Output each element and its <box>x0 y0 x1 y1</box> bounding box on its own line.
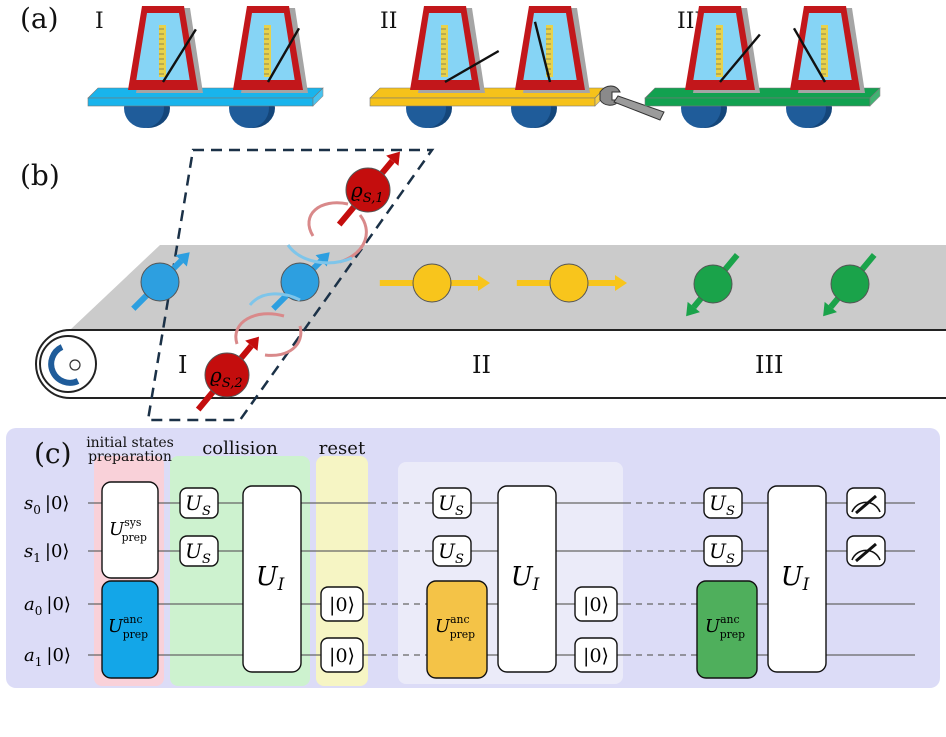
measurement-meter-icon <box>846 535 886 567</box>
gate-U-prep-sys <box>101 481 159 579</box>
gate-U-prep-anc-1 <box>101 580 159 679</box>
header-reset: reset <box>319 438 366 459</box>
pendulum-arm <box>719 33 761 83</box>
pendulum-arm <box>266 27 301 83</box>
gate-US-s0-3 <box>703 487 743 519</box>
metronome <box>410 6 500 93</box>
metronome-group-II: II <box>369 6 665 128</box>
spin-blue-1 <box>131 252 190 311</box>
gate-US-s1-1-label: US <box>185 539 211 567</box>
gate-reset-a0-2-label: |0⟩ <box>583 594 609 616</box>
gate-US-s1-2 <box>432 535 472 567</box>
gate-UI-1-label: UI <box>256 562 285 594</box>
gate-reset-a1-1 <box>320 637 364 673</box>
metronome <box>685 6 761 93</box>
panel-b: (b) I II III ϱS,1 ϱS,2 <box>20 148 946 422</box>
header-initial-states: initial states <box>86 435 174 451</box>
gate-U-prep-anc-3 <box>696 580 758 679</box>
header-preparation: preparation <box>88 449 172 465</box>
gate-US-s0-1-label: US <box>185 491 211 519</box>
metronome <box>790 6 865 93</box>
pendulum-arm <box>792 27 827 83</box>
pendulum-arm <box>533 21 552 83</box>
panel-a-label: (a) <box>20 2 59 35</box>
metronome <box>128 6 203 93</box>
wire-label-s1: s1|0⟩ <box>24 541 69 565</box>
wire-label-s0: s0|0⟩ <box>24 493 69 517</box>
spin-yellow-2 <box>516 263 627 303</box>
measurement-meter-icon <box>846 487 886 519</box>
spin-green-1 <box>686 253 740 317</box>
gate-UI-2 <box>497 485 557 673</box>
gate-US-s0-3-label: US <box>709 491 735 519</box>
roller-arrow-icon <box>48 344 80 386</box>
reset-section-bg <box>316 456 368 686</box>
metronome <box>515 6 590 93</box>
wire-label-a1: a1|0⟩ <box>24 645 71 669</box>
qubit-label-S1: ϱS,1 <box>351 178 384 206</box>
metronome-group-III: III <box>644 6 881 128</box>
wire-label-a0: a0|0⟩ <box>24 594 71 618</box>
gate-UI-2-label: UI <box>511 562 540 594</box>
gate-reset-a0-1-label: |0⟩ <box>329 594 355 616</box>
gate-UI-1 <box>242 485 302 673</box>
gate-US-s1-3 <box>703 535 743 567</box>
region-label-I: I <box>178 351 187 379</box>
gate-reset-a0-1 <box>320 586 364 622</box>
gate-US-s1-1 <box>179 535 219 567</box>
metronome <box>233 6 308 93</box>
gate-reset-a1-1-label: |0⟩ <box>329 645 355 667</box>
gate-U-prep-anc-2 <box>426 580 488 679</box>
pendulum-arm <box>161 28 197 83</box>
interaction-arrows-bottom <box>234 292 303 357</box>
belt-surface <box>70 245 946 330</box>
header-collision: collision <box>202 438 278 459</box>
gate-reset-a0-2 <box>574 586 618 622</box>
region-label-III: III <box>755 351 783 379</box>
gate-reset-a1-2-label: |0⟩ <box>583 645 609 667</box>
panel-c-label: (c) <box>34 437 72 470</box>
panel-c: (c) initial states preparation collision… <box>6 428 940 688</box>
gate-US-s0-2 <box>432 487 472 519</box>
group-label: I <box>95 9 104 34</box>
panel-b-label: (b) <box>20 159 60 192</box>
gate-reset-a1-2 <box>574 637 618 673</box>
gate-US-s0-1 <box>179 487 219 519</box>
gate-US-s1-3-label: US <box>709 539 735 567</box>
qubit-rho-S2 <box>195 336 260 412</box>
qubit-label-S2: ϱS,2 <box>210 363 243 391</box>
interaction-arrows-top <box>286 201 368 265</box>
pendulum-arm <box>444 49 500 84</box>
spin-yellow-1 <box>379 263 490 303</box>
spin-blue-2 <box>271 252 330 311</box>
region-label-II: II <box>472 351 491 379</box>
metronome-group-I: I <box>87 6 324 128</box>
gate-US-s0-2-label: US <box>438 491 464 519</box>
wrench-icon <box>599 85 665 121</box>
gate-UI-3 <box>767 485 827 673</box>
gate-UI-3-label: UI <box>781 562 810 594</box>
gate-US-s1-2-label: US <box>438 539 464 567</box>
spin-green-2 <box>823 253 877 317</box>
group-label: II <box>380 9 397 34</box>
qubit-rho-S1 <box>336 151 401 227</box>
